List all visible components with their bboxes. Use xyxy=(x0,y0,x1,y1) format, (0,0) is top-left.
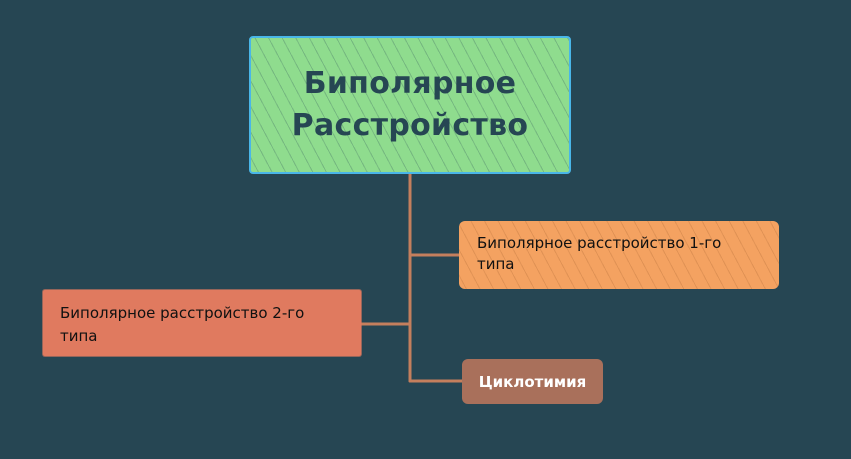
topic-label-bipolar-type2: Биполярное расстройство 2-го типа xyxy=(60,304,305,345)
topic-node-cyclothymia[interactable]: Циклотимия xyxy=(462,359,603,404)
topic-node-bipolar-type2[interactable]: Биполярное расстройство 2-го типа xyxy=(43,290,361,356)
topic-node-bipolar-type1[interactable]: Биполярное расстройство 1-го типа xyxy=(459,221,779,289)
root-topic-node[interactable]: Биполярное Расстройство xyxy=(249,36,571,174)
topic-label-cyclothymia: Циклотимия xyxy=(478,372,587,391)
root-topic-label: Биполярное Расстройство xyxy=(291,66,529,143)
topic-label-bipolar-type1: Биполярное расстройство 1-го типа xyxy=(477,234,722,273)
